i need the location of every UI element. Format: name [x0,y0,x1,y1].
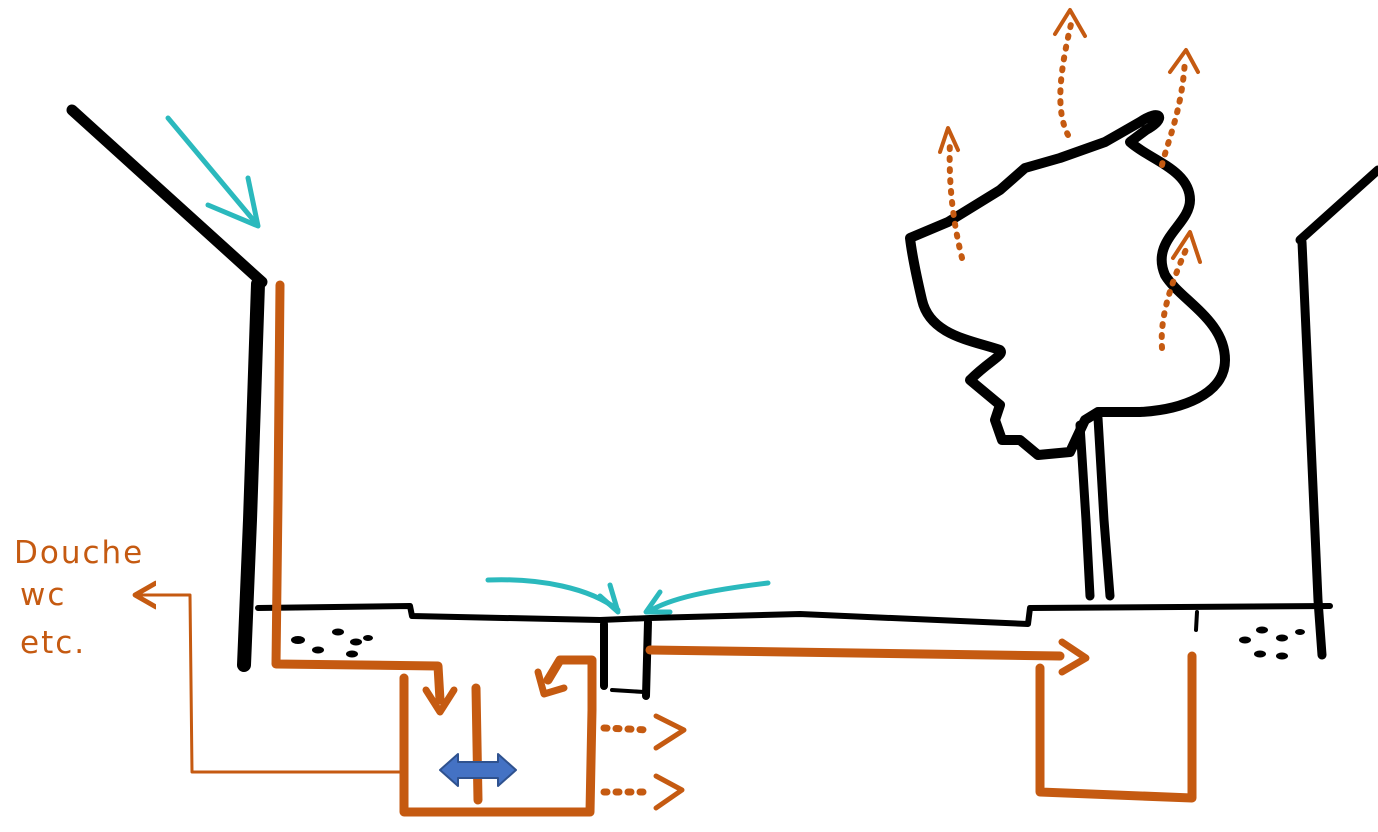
soil-dots-right [1239,626,1305,660]
right-house [1295,165,1378,660]
cistern [399,655,597,817]
evaporation-arrowheads [938,8,1202,264]
cistern-outflow-arrowhead [534,668,568,698]
dotted-arrow-icon [1159,57,1188,168]
teal-arrow-icon [165,115,258,225]
downpipe [271,280,445,705]
label-line-2: wc [20,577,67,613]
double-arrow-icon [439,753,517,787]
label-line-1: Douche [14,535,145,571]
cistern-wall [399,655,597,817]
dotted-arrow-icon [946,137,965,261]
right-wall [1297,237,1327,660]
right-roof [1295,165,1378,245]
house-supply-pipe [138,595,402,774]
label-line-3: etc. [20,625,87,661]
pit-marker [1194,610,1199,632]
dotted-arrow-icon [1158,242,1191,351]
left-wall [237,277,265,672]
rain-arrows [165,115,771,615]
cistern-infiltration [600,713,687,811]
dotted-arrow-icon [1057,17,1075,138]
tree [905,110,1230,601]
soil-dots-left [291,628,373,658]
drain-grate [600,618,652,700]
tree-trunk [1075,413,1115,601]
cistern-inner-baffle [471,683,483,805]
downpipe-arrowhead [422,686,458,716]
evaporation-arrows [946,17,1191,351]
teal-arrow-icon [645,580,771,615]
infiltration-pit [1035,651,1197,803]
tree-crown [905,110,1230,460]
left-house [66,104,268,672]
downpipe-flow [271,280,458,716]
ground-line [255,603,1333,627]
infiltration-flow [645,638,1090,676]
left-roof [66,104,268,288]
ground [255,603,1333,660]
